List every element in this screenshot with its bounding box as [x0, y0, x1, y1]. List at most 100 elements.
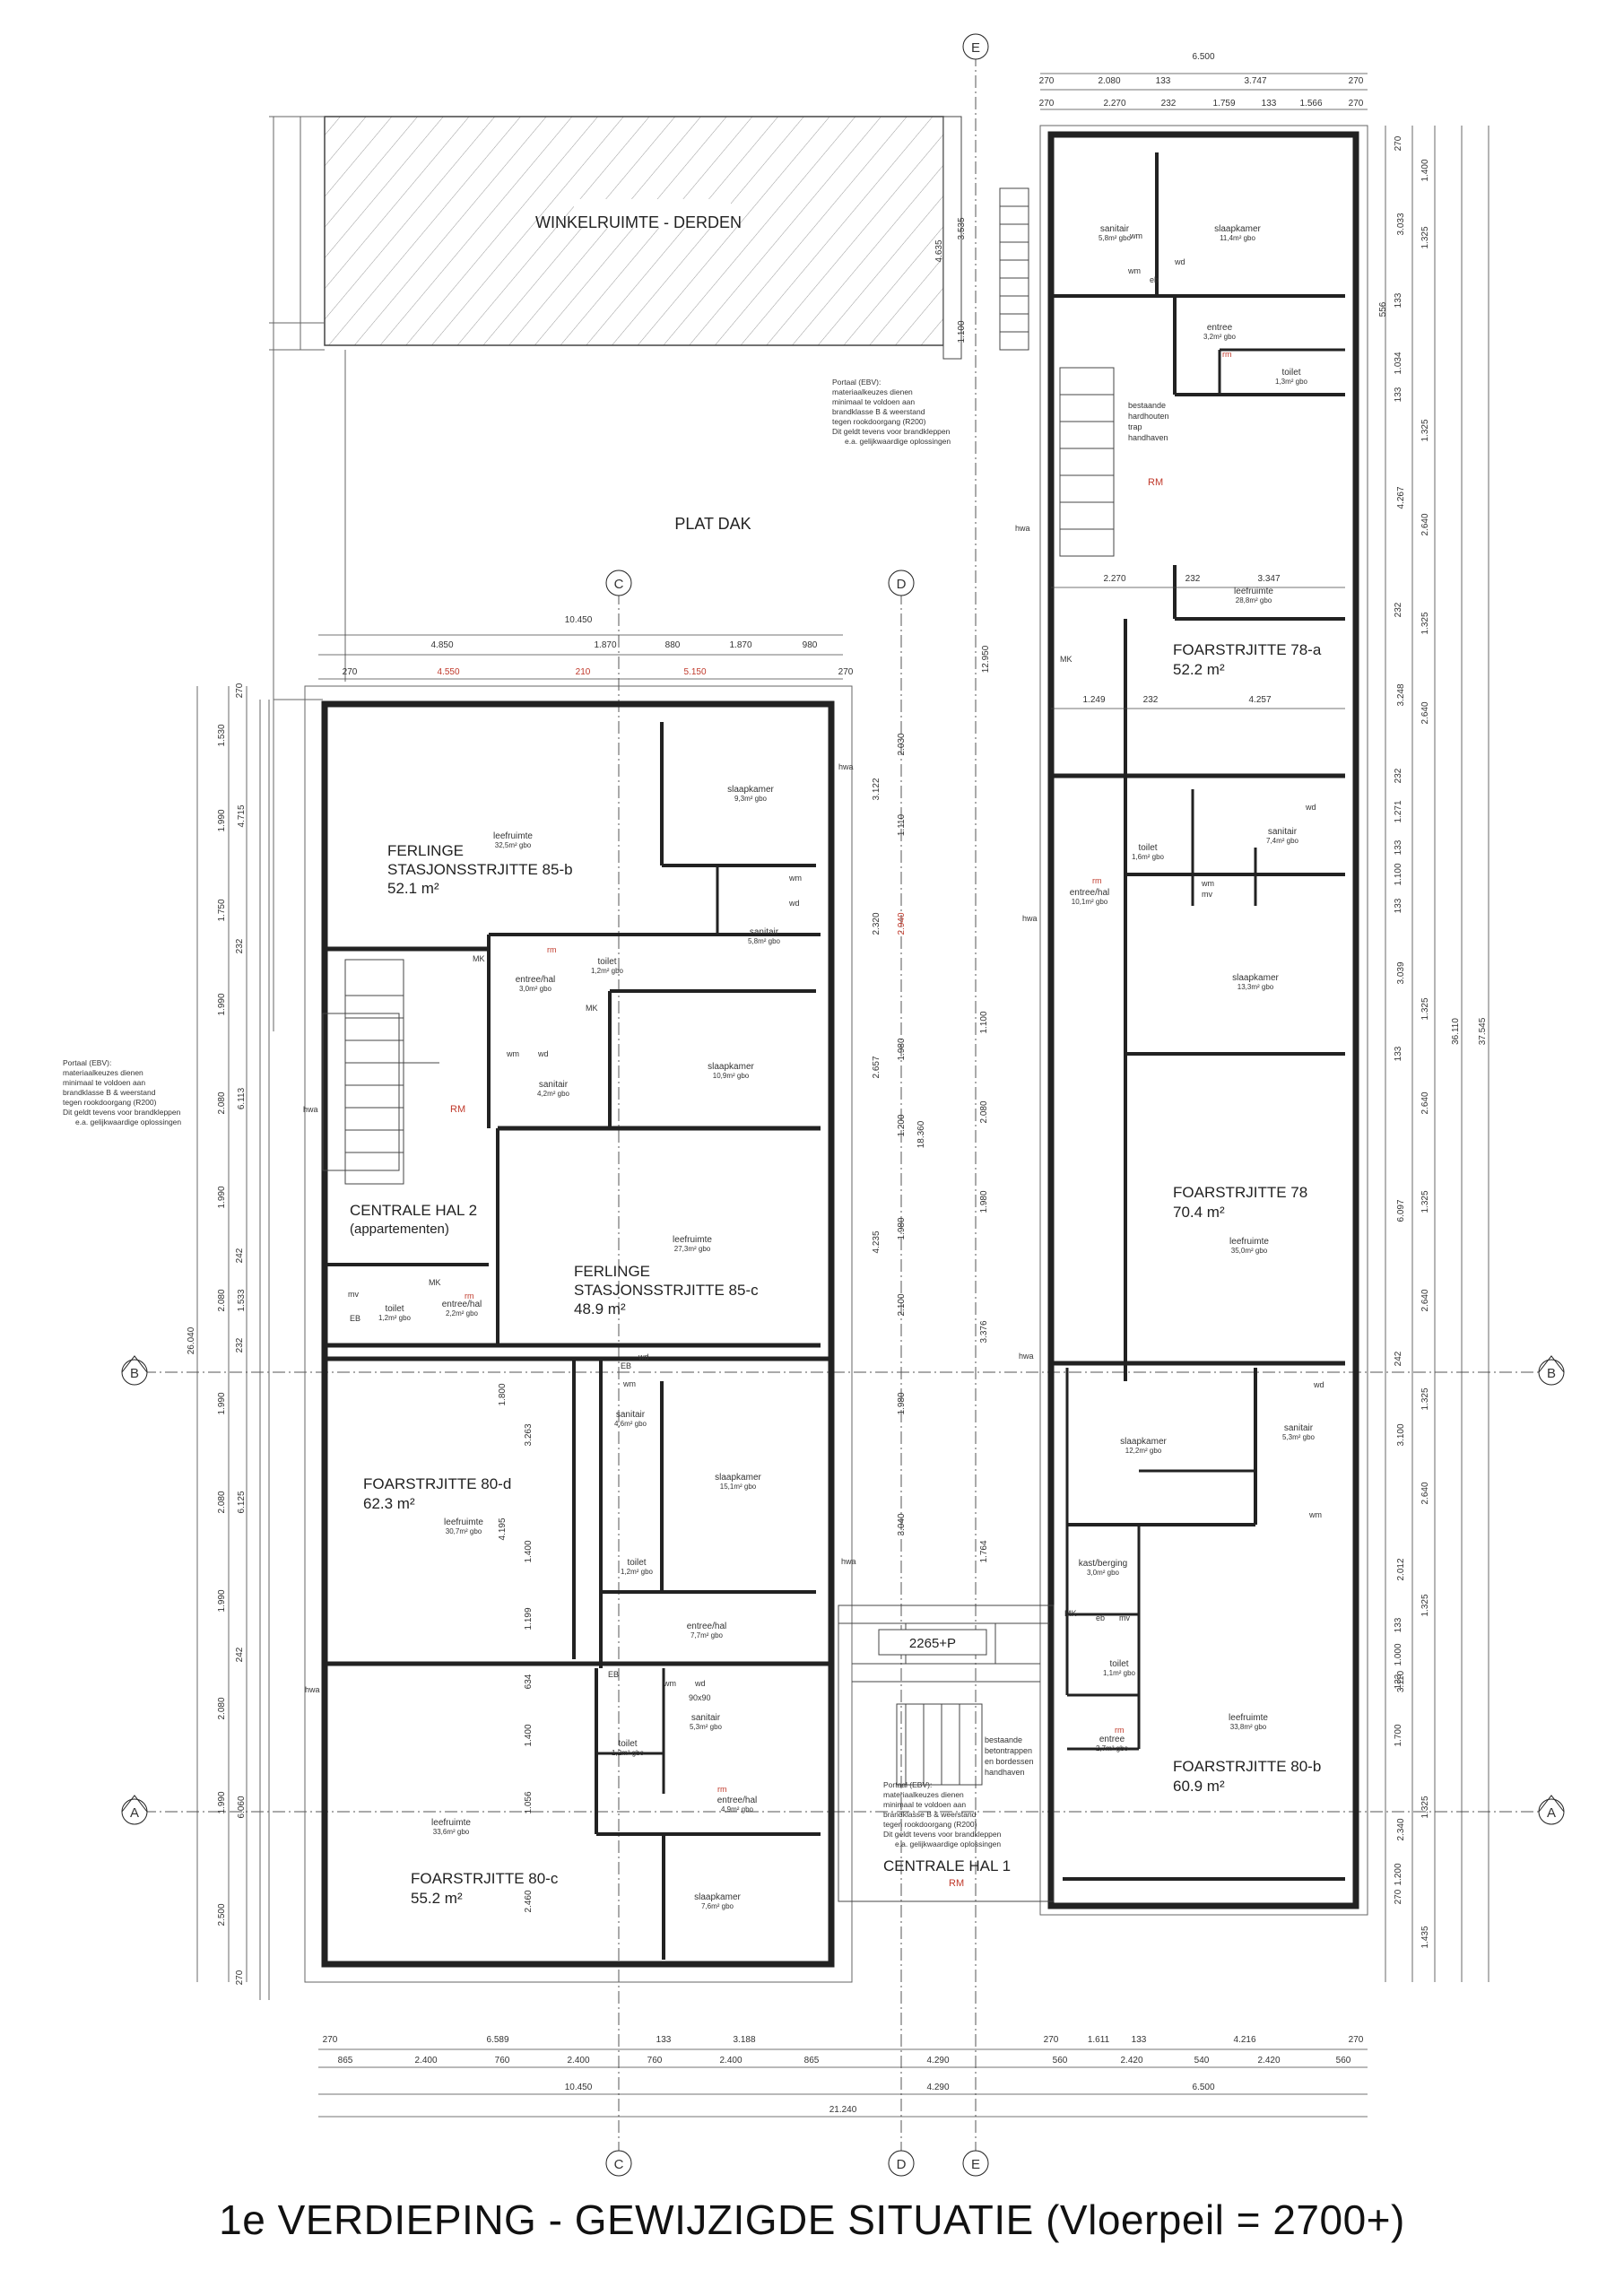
svg-text:entree: entree — [1099, 1735, 1125, 1744]
hwa-label: hwa — [838, 762, 854, 771]
apartment-78-area: 70.4 m² — [1173, 1204, 1225, 1221]
svg-text:minimaal te voldoen aan: minimaal te voldoen aan — [883, 1800, 966, 1809]
apartment-85c-area: 48.9 m² — [574, 1300, 626, 1318]
dimension-top-right: 6.500 270 2.080 133 3.747 270 270 2.270 … — [1039, 52, 1364, 109]
wd-label: wd — [1174, 257, 1185, 266]
svg-text:en bordessen: en bordessen — [985, 1757, 1034, 1766]
svg-text:1,2m² gbo: 1,2m² gbo — [621, 1568, 654, 1576]
svg-text:2.012: 2.012 — [1396, 1558, 1406, 1580]
note-stair-top: bestaande hardhouten trap handhaven — [1128, 401, 1169, 442]
svg-text:sanitair: sanitair — [1100, 224, 1130, 234]
svg-text:270: 270 — [1394, 135, 1403, 151]
level-mark: 2265+P — [909, 1636, 956, 1651]
svg-text:A: A — [130, 1805, 139, 1821]
svg-text:4.257: 4.257 — [1248, 695, 1271, 705]
kast-label: 90x90 — [689, 1693, 711, 1702]
svg-text:232: 232 — [1161, 99, 1177, 109]
svg-text:232: 232 — [235, 1337, 245, 1352]
eb-label: EB — [621, 1361, 631, 1370]
svg-text:slaapkamer: slaapkamer — [1232, 973, 1279, 983]
apartment-85c-line1: FERLINGE — [574, 1263, 650, 1280]
mv-label: mv — [1119, 1613, 1130, 1622]
svg-text:270: 270 — [235, 683, 245, 698]
rm-small: rm — [1092, 876, 1102, 885]
svg-text:E: E — [971, 2157, 980, 2172]
svg-text:3.110: 3.110 — [1396, 1670, 1406, 1692]
svg-text:1.325: 1.325 — [1420, 1594, 1430, 1616]
svg-text:1.325: 1.325 — [1420, 226, 1430, 248]
svg-text:slaapkamer: slaapkamer — [727, 785, 774, 795]
svg-text:232: 232 — [1394, 768, 1403, 783]
svg-text:26.040: 26.040 — [187, 1326, 196, 1354]
svg-text:leefruimte: leefruimte — [1234, 587, 1273, 596]
stair-top — [999, 187, 1115, 557]
note-portaal-top: Portaal (EBV): materiaalkeuzes dienen mi… — [832, 378, 951, 446]
svg-text:5,8m² gbo: 5,8m² gbo — [1099, 234, 1132, 242]
svg-text:133: 133 — [1394, 1617, 1403, 1632]
svg-text:3.248: 3.248 — [1396, 683, 1406, 706]
svg-text:1.611: 1.611 — [1088, 2035, 1110, 2045]
svg-text:30,7m² gbo: 30,7m² gbo — [446, 1527, 482, 1535]
svg-text:2.940: 2.940 — [897, 912, 907, 935]
svg-text:1.199: 1.199 — [524, 1607, 534, 1630]
apartment-85b-area: 52.1 m² — [387, 880, 439, 897]
svg-text:4,9m² gbo: 4,9m² gbo — [721, 1805, 754, 1813]
svg-text:C: C — [614, 577, 624, 592]
svg-text:36.110: 36.110 — [1451, 1018, 1461, 1045]
svg-text:minimaal te voldoen aan: minimaal te voldoen aan — [63, 1078, 145, 1087]
svg-text:4.267: 4.267 — [1396, 486, 1406, 509]
svg-text:1.325: 1.325 — [1420, 1387, 1430, 1410]
hwa-label: hwa — [305, 1685, 320, 1694]
svg-text:5,3m² gbo: 5,3m² gbo — [1282, 1433, 1316, 1441]
svg-text:sanitair: sanitair — [1268, 827, 1298, 837]
apartment-labels: FERLINGE STASJONSSTRJITTE 85-b 52.1 m² F… — [350, 641, 1322, 1907]
svg-text:33,6m² gbo: 33,6m² gbo — [433, 1828, 470, 1836]
svg-text:toilet: toilet — [618, 1739, 637, 1749]
svg-text:270: 270 — [1039, 99, 1055, 109]
svg-text:1.980: 1.980 — [897, 1392, 907, 1414]
svg-text:1.100: 1.100 — [979, 1011, 989, 1033]
svg-text:37.545: 37.545 — [1478, 1017, 1488, 1045]
svg-text:7,4m² gbo: 7,4m² gbo — [1266, 837, 1299, 845]
svg-text:toilet: toilet — [1138, 843, 1157, 853]
dimension-right-mid: 2.270 232 3.347 1.249 232 4.257 — [1082, 574, 1280, 705]
svg-text:2.270: 2.270 — [1103, 574, 1125, 584]
stair-hal-2 — [322, 959, 439, 1185]
svg-text:sanitair: sanitair — [539, 1080, 569, 1090]
rm-label: RM — [949, 1878, 964, 1889]
wm-label: wm — [1201, 879, 1214, 888]
wd-label: wd — [1305, 803, 1316, 812]
grid-marker-a-right: A — [1538, 1795, 1565, 1825]
svg-text:materiaalkeuzes dienen: materiaalkeuzes dienen — [832, 387, 913, 396]
svg-text:1.110: 1.110 — [897, 813, 907, 836]
roof-label: PLAT DAK — [674, 515, 751, 533]
svg-text:3.347: 3.347 — [1257, 574, 1280, 584]
svg-text:232: 232 — [235, 938, 245, 953]
svg-text:133: 133 — [1394, 387, 1403, 402]
svg-text:18.360: 18.360 — [916, 1120, 926, 1148]
svg-text:leefruimte: leefruimte — [1229, 1237, 1269, 1247]
svg-text:3.747: 3.747 — [1244, 76, 1266, 86]
svg-text:10.450: 10.450 — [565, 615, 593, 625]
svg-text:4.550: 4.550 — [437, 667, 459, 677]
svg-text:toilet: toilet — [385, 1304, 404, 1314]
hal1-label: CENTRALE HAL 1 — [883, 1857, 1011, 1874]
svg-text:2.640: 2.640 — [1420, 513, 1430, 535]
svg-text:toilet: toilet — [597, 957, 616, 967]
hwa-label: hwa — [1019, 1352, 1034, 1361]
svg-text:1.530: 1.530 — [217, 724, 227, 746]
svg-text:3.188: 3.188 — [733, 2035, 755, 2045]
svg-text:28,8m² gbo: 28,8m² gbo — [1236, 596, 1272, 604]
svg-text:1.990: 1.990 — [217, 1392, 227, 1414]
svg-text:4.290: 4.290 — [926, 2083, 949, 2092]
